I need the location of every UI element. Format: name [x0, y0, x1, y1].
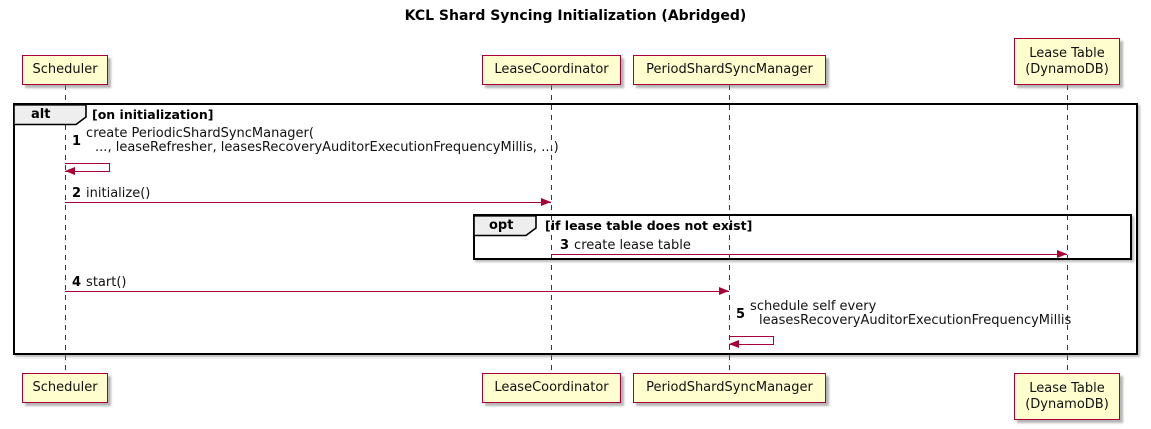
- participant-leasecoordinator-bottom: LeaseCoordinator: [482, 373, 621, 403]
- participant-label: Scheduler: [32, 380, 98, 395]
- message-number: 2: [72, 186, 82, 201]
- message-5-arrowhead: [729, 340, 739, 348]
- alt-frame: [13, 103, 1138, 355]
- message-text-line1: schedule self every: [750, 299, 877, 314]
- participant-periodshardsyncmanager-top: PeriodShardSyncManager: [633, 55, 826, 85]
- opt-label-pentagon: [474, 215, 537, 237]
- participant-label: Scheduler: [32, 62, 98, 77]
- participant-label: PeriodShardSyncManager: [646, 62, 813, 77]
- lifeline-scheduler: [65, 85, 66, 373]
- participant-leasetable-bottom: Lease Table (DynamoDB): [1014, 373, 1120, 420]
- message-text: initialize(): [86, 186, 151, 201]
- lifeline-leasecoordinator: [551, 85, 552, 373]
- message-4-arrowhead: [719, 287, 729, 295]
- message-4-label: 4 start(): [72, 275, 126, 290]
- message-4-arrow: [65, 291, 729, 293]
- message-1-arrowhead: [65, 167, 75, 175]
- participant-label-line2: (DynamoDB): [1025, 396, 1109, 412]
- message-3-arrow: [551, 254, 1067, 256]
- alt-label-pentagon: [14, 104, 87, 126]
- message-number: 3: [560, 238, 570, 253]
- opt-frame: [473, 214, 1132, 260]
- participant-label-line1: Lease Table: [1029, 380, 1105, 396]
- opt-guard: [if lease table does not exist]: [545, 218, 753, 233]
- participant-label: PeriodShardSyncManager: [646, 380, 813, 395]
- message-number: 1: [72, 133, 82, 149]
- message-text-line2: ..., leaseRefresher, leasesRecoveryAudit…: [95, 140, 559, 155]
- message-text: start(): [86, 275, 127, 290]
- alt-guard: [on initialization]: [92, 107, 214, 122]
- participant-label: LeaseCoordinator: [494, 62, 609, 77]
- lifeline-periodshardsyncmanager: [729, 85, 730, 373]
- opt-keyword: opt: [489, 218, 514, 233]
- participant-leasecoordinator-top: LeaseCoordinator: [482, 55, 621, 85]
- message-number: 4: [72, 275, 82, 290]
- participant-label-line2: (DynamoDB): [1025, 61, 1109, 77]
- message-5-label: 5 schedule self every leasesRecoveryAudi…: [736, 300, 1071, 328]
- message-5-self-arrow: [729, 336, 774, 345]
- message-text-line1: create PeriodicShardSyncManager(: [86, 126, 314, 141]
- message-2-arrowhead: [541, 198, 551, 206]
- participant-scheduler-bottom: Scheduler: [22, 373, 108, 403]
- participant-scheduler-top: Scheduler: [22, 55, 108, 85]
- message-3-label: 3 create lease table: [560, 238, 691, 253]
- message-3-arrowhead: [1057, 250, 1067, 258]
- message-text: create lease table: [574, 238, 691, 253]
- message-1-self-arrow: [65, 163, 110, 172]
- participant-periodshardsyncmanager-bottom: PeriodShardSyncManager: [633, 373, 826, 403]
- participant-leasetable-top: Lease Table (DynamoDB): [1014, 38, 1120, 85]
- diagram-title: KCL Shard Syncing Initialization (Abridg…: [404, 8, 747, 24]
- message-text-line2: leasesRecoveryAuditorExecutionFrequencyM…: [759, 313, 1072, 328]
- lifeline-leasetable: [1067, 85, 1068, 373]
- participant-label-line1: Lease Table: [1029, 45, 1105, 61]
- message-2-label: 2 initialize(): [72, 186, 150, 201]
- alt-keyword: alt: [31, 107, 51, 122]
- participant-label: LeaseCoordinator: [494, 380, 609, 395]
- message-1-label: 1 create PeriodicShardSyncManager( ..., …: [72, 127, 559, 155]
- message-number: 5: [736, 306, 746, 322]
- message-2-arrow: [65, 202, 551, 204]
